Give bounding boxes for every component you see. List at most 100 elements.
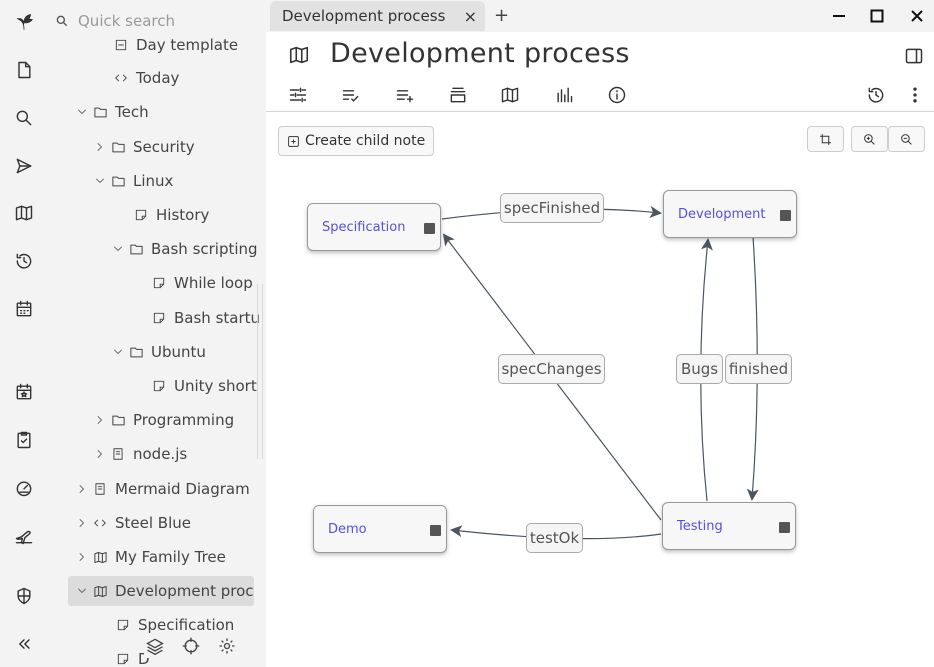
close-tab-icon[interactable]: ×: [463, 7, 477, 26]
tree-item-label: My Family Tree: [115, 548, 226, 566]
tree-item-security[interactable]: Security: [91, 132, 195, 162]
diagram-node-demo[interactable]: Demo: [313, 505, 447, 553]
quick-search[interactable]: [48, 4, 266, 38]
search-icon[interactable]: [0, 98, 48, 138]
tree-item-programming[interactable]: Programming: [91, 405, 234, 435]
chevron-right-icon[interactable]: [73, 480, 91, 498]
tree-item-tech[interactable]: Tech: [73, 97, 149, 127]
folder-icon: [91, 103, 109, 121]
tree-item-label: Day template: [136, 36, 239, 54]
chevron-down-icon[interactable]: [109, 240, 127, 258]
todo-icon[interactable]: [0, 420, 48, 460]
edge-label-finished[interactable]: finished: [725, 354, 792, 384]
drag-handle[interactable]: [424, 223, 435, 234]
tree-item-development[interactable]: D: [114, 644, 150, 667]
bar-chart-icon[interactable]: [551, 82, 577, 108]
chevron-down-icon[interactable]: [91, 172, 109, 190]
tree-item-label: Bash scripting: [151, 240, 258, 258]
chevron-down-icon[interactable]: [73, 582, 91, 600]
more-options-icon[interactable]: [902, 82, 928, 108]
drag-handle[interactable]: [779, 522, 790, 533]
tree-item-bash-scripting[interactable]: Bash scripting: [109, 234, 258, 264]
edge-label-specchanges[interactable]: specChanges: [498, 354, 605, 384]
shield-icon[interactable]: [0, 576, 48, 616]
ribbon-toolbar: [266, 78, 934, 112]
edge-label-bugs[interactable]: Bugs: [676, 354, 723, 384]
note-map-icon[interactable]: [497, 82, 523, 108]
create-child-label: Create child note: [305, 133, 426, 149]
drag-handle[interactable]: [780, 210, 791, 221]
tree-item-while-loop[interactable]: While loop: [150, 268, 253, 298]
settings-icon[interactable]: [216, 634, 238, 658]
minimize-icon[interactable]: [828, 5, 850, 27]
tree-item-label: Bash startu: [174, 309, 261, 327]
tree-item-steel-blue[interactable]: Steel Blue: [73, 508, 191, 538]
layers-icon[interactable]: [144, 634, 166, 658]
zoom-in-icon[interactable]: [851, 126, 888, 152]
maximize-icon[interactable]: [866, 5, 888, 27]
diagram-node-specification[interactable]: Specification: [307, 203, 441, 251]
diagram-node-development[interactable]: Development: [663, 190, 797, 238]
chevron-right-icon[interactable]: [91, 138, 109, 156]
tree-item-nodejs[interactable]: node.js: [91, 439, 187, 469]
search-input[interactable]: [78, 12, 258, 30]
tree-item-ubuntu[interactable]: Ubuntu: [109, 337, 206, 367]
map-icon[interactable]: [288, 44, 310, 70]
send-icon[interactable]: [0, 146, 48, 186]
tree-footer: [144, 634, 238, 658]
zoom-out-icon[interactable]: [888, 126, 925, 152]
tree-item-linux[interactable]: Linux: [91, 166, 173, 196]
edge-label-testok[interactable]: testOk: [526, 523, 583, 553]
tree-item-today[interactable]: Today: [112, 63, 179, 93]
chevron-right-icon[interactable]: [73, 514, 91, 532]
new-note-icon[interactable]: [0, 50, 48, 90]
collapse-sidebar-icon[interactable]: [0, 624, 48, 664]
tree-item-label: Programming: [133, 411, 235, 429]
app-logo-icon[interactable]: [0, 2, 48, 42]
chevron-right-icon[interactable]: [73, 548, 91, 566]
info-icon[interactable]: [604, 82, 630, 108]
right-sidebar-toggle-icon[interactable]: [904, 46, 924, 70]
note-history-icon[interactable]: [863, 82, 889, 108]
add-list-icon[interactable]: [392, 82, 418, 108]
crosshair-icon[interactable]: [180, 634, 202, 658]
close-window-icon[interactable]: [906, 5, 928, 27]
tree-item-label: Steel Blue: [115, 514, 191, 532]
tree-item-label: Development proc: [115, 582, 254, 600]
note-settings-icon[interactable]: [285, 82, 311, 108]
tree-item-day-template[interactable]: Day template: [112, 30, 238, 60]
checklist-icon[interactable]: [338, 82, 364, 108]
chevron-right-icon[interactable]: [91, 411, 109, 429]
tree-item-mermaid-diagrams[interactable]: Mermaid Diagram: [73, 474, 250, 504]
tree-item-unity-shortcuts[interactable]: Unity short: [150, 371, 257, 401]
folder-icon: [127, 343, 145, 361]
tree-item-bash-startup[interactable]: Bash startu: [150, 303, 260, 333]
dashboard-icon[interactable]: [0, 468, 48, 508]
chevron-down-icon[interactable]: [109, 343, 127, 361]
tree-item-history[interactable]: History: [132, 200, 209, 230]
layout-icon[interactable]: [445, 82, 471, 108]
tree-scrollbar[interactable]: [257, 284, 263, 459]
calendar-icon[interactable]: [0, 289, 48, 329]
crop-icon[interactable]: [807, 126, 844, 152]
chevron-down-icon[interactable]: [73, 103, 91, 121]
note-title[interactable]: Development process: [330, 38, 630, 69]
flight-icon[interactable]: [0, 516, 48, 556]
tab-title: Development process: [282, 7, 446, 25]
chevron-right-icon[interactable]: [91, 445, 109, 463]
new-tab-button[interactable]: +: [494, 5, 510, 26]
history-icon[interactable]: [0, 241, 48, 281]
diagram-node-testing[interactable]: Testing: [662, 502, 796, 550]
calendar-star-icon[interactable]: [0, 372, 48, 412]
tree-item-development-process[interactable]: Development proc: [68, 576, 254, 606]
create-child-note-button[interactable]: Create child note: [278, 126, 435, 156]
note-map-icon[interactable]: [0, 193, 48, 233]
tree-item-my-family-tree[interactable]: My Family Tree: [73, 542, 226, 572]
tree-item-label: History: [156, 206, 210, 224]
node-label: Testing: [677, 518, 723, 534]
tab-development-process[interactable]: Development process ×: [270, 1, 485, 31]
tree-item-specification[interactable]: Specification: [114, 610, 234, 640]
drag-handle[interactable]: [430, 525, 441, 536]
edge-label-specfinished[interactable]: specFinished: [500, 193, 604, 223]
tree-item-label: Today: [136, 69, 180, 87]
